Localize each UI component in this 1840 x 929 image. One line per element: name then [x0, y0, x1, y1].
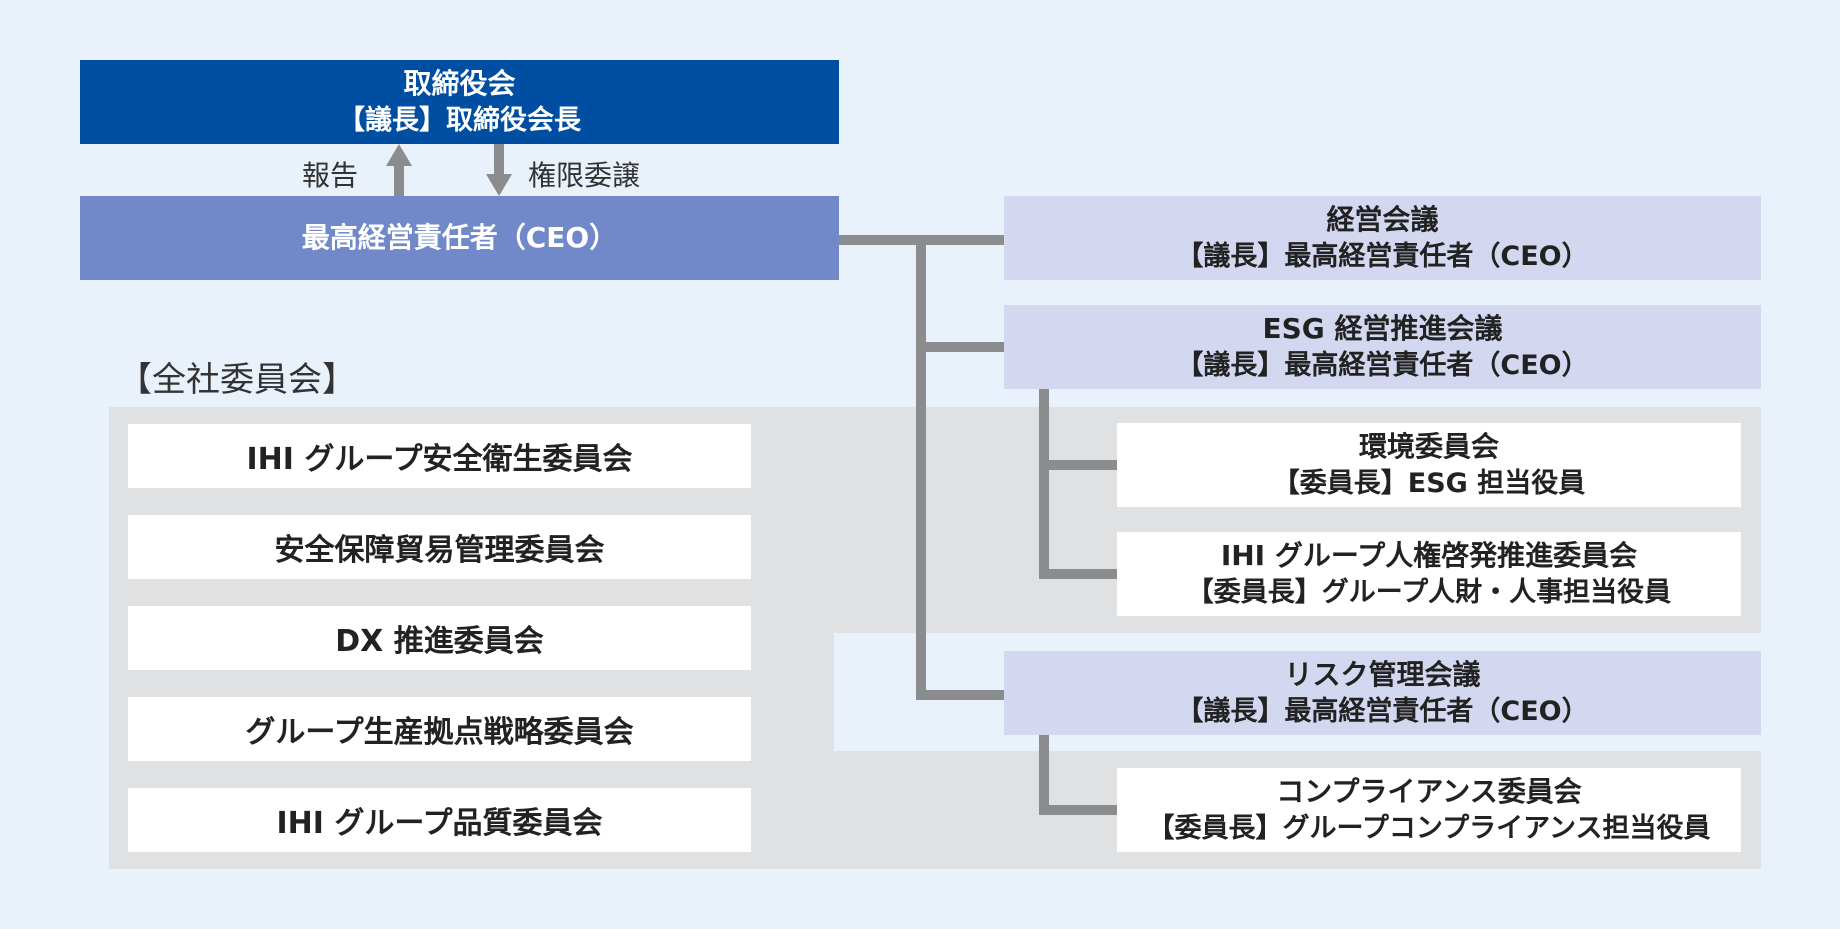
company-committee-item: DX 推進委員会	[128, 606, 751, 670]
connector-risk-sub-vertical	[1039, 735, 1049, 815]
committee-box-compliance: コンプライアンス委員会 【委員長】グループコンプライアンス担当役員	[1117, 768, 1741, 852]
connector-compliance-horizontal	[1039, 805, 1117, 815]
delegation-arrow-shaft	[494, 144, 504, 176]
board-of-directors-box: 取締役会 【議長】取締役会長	[80, 60, 839, 144]
company-committee-item: IHI グループ安全衛生委員会	[128, 424, 751, 488]
meeting-title: ESG 経営推進会議	[1262, 312, 1503, 346]
connector-meetings-vertical	[916, 235, 926, 700]
committee-title: IHI グループ人権啓発推進委員会	[1220, 539, 1638, 573]
company-committees-label: 【全社委員会】	[118, 360, 356, 400]
meeting-chair: 【議長】最高経営責任者（CEO）	[1176, 349, 1589, 381]
committee-title: コンプライアンス委員会	[1276, 775, 1582, 809]
company-committee-item: IHI グループ品質委員会	[128, 788, 751, 852]
committee-chair: 【委員長】グループコンプライアンス担当役員	[1147, 812, 1711, 844]
report-label: 報告	[302, 159, 359, 192]
board-title: 取締役会	[403, 67, 516, 101]
ceo-title: 最高経営責任者（CEO）	[301, 220, 618, 254]
connector-esg-horizontal	[916, 342, 1004, 352]
committee-chair: 【委員長】グループ人財・人事担当役員	[1186, 576, 1672, 608]
connector-risk-horizontal	[916, 690, 1004, 700]
company-committee-item: グループ生産拠点戦略委員会	[128, 697, 751, 761]
connector-hr-horizontal	[1039, 569, 1117, 579]
meeting-box-risk: リスク管理会議 【議長】最高経営責任者（CEO）	[1004, 651, 1761, 735]
delegation-label: 権限委譲	[528, 159, 641, 192]
committee-box-human-rights: IHI グループ人権啓発推進委員会 【委員長】グループ人財・人事担当役員	[1117, 532, 1741, 616]
committee-title: 環境委員会	[1358, 430, 1499, 464]
committee-chair: 【委員長】ESG 担当役員	[1272, 467, 1586, 499]
meeting-chair: 【議長】最高経営責任者（CEO）	[1176, 240, 1589, 272]
meeting-box-esg: ESG 経営推進会議 【議長】最高経営責任者（CEO）	[1004, 305, 1761, 389]
report-arrow-shaft	[394, 164, 404, 196]
delegation-arrow-down-icon	[486, 174, 512, 196]
meeting-box-management: 経営会議 【議長】最高経営責任者（CEO）	[1004, 196, 1761, 280]
meeting-title: リスク管理会議	[1284, 658, 1481, 692]
connector-env-horizontal	[1039, 460, 1117, 470]
board-chair: 【議長】取締役会長	[338, 104, 581, 136]
ceo-box: 最高経営責任者（CEO）	[80, 196, 839, 280]
report-arrow-up-icon	[386, 144, 412, 166]
connector-esg-sub-vertical	[1039, 389, 1049, 579]
meeting-title: 経営会議	[1326, 203, 1439, 237]
meeting-chair: 【議長】最高経営責任者（CEO）	[1176, 695, 1589, 727]
company-committee-item: 安全保障貿易管理委員会	[128, 515, 751, 579]
committee-box-environment: 環境委員会 【委員長】ESG 担当役員	[1117, 423, 1741, 507]
